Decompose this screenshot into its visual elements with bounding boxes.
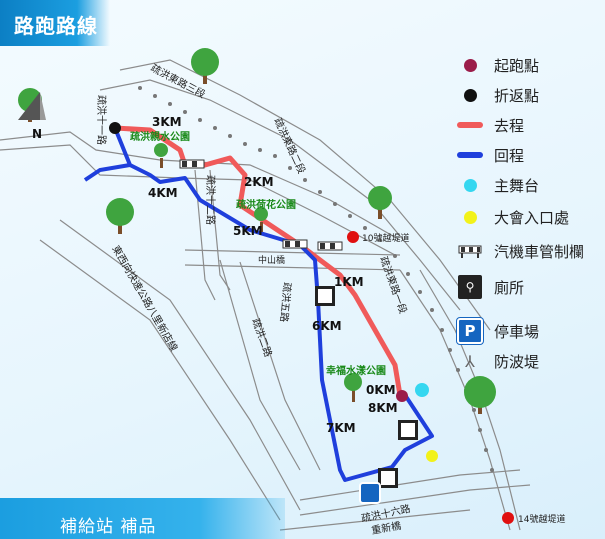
road-outline (59, 219, 301, 511)
legend-label: 主舞台 (494, 176, 540, 195)
start-point-icon (463, 58, 477, 72)
legend-item-breakwater: ⅄ 防波堤 (456, 348, 539, 374)
km-label-2: 2KM (244, 175, 274, 189)
legend-label: 大會入口處 (494, 208, 570, 227)
restroom-icon (378, 468, 398, 488)
legend-item-outbound: 去程 (456, 112, 524, 138)
km-label-5: 5KM (233, 224, 263, 238)
entrance-icon (426, 450, 438, 462)
tree-icon (106, 198, 134, 234)
gate-label-1: 10號越堤道 (362, 232, 409, 244)
legend-label: 停車場 (494, 322, 540, 341)
traffic-barrier-icon (317, 241, 343, 251)
road-label-12: 疏洪十二路 (204, 175, 217, 225)
km-label-4: 4KM (148, 186, 178, 200)
return-route (113, 126, 434, 482)
legend-item-restroom: ⚲ 廁所 (456, 274, 524, 300)
gate-marker-icon (502, 512, 514, 524)
legend-label: 折返點 (494, 86, 540, 105)
legend-item-parking: P 停車場 (456, 318, 539, 344)
tree-icon (254, 207, 268, 232)
km-label-0: 0KM (366, 383, 396, 397)
km-label-3: 3KM (152, 115, 182, 129)
traffic-barrier-icon (179, 159, 205, 169)
start-point-icon (396, 390, 408, 402)
legend-item-turnaround: 折返點 (456, 82, 539, 108)
parking-icon (359, 482, 381, 504)
road-outline (99, 79, 461, 311)
road-outline (119, 59, 491, 331)
legend-item-entrance: 大會入口處 (456, 204, 569, 230)
tree-icon (344, 373, 362, 402)
legend-label: 防波堤 (494, 352, 540, 371)
traffic-barrier-icon (458, 245, 482, 258)
outbound-line-icon (457, 122, 483, 128)
compass-label: N (32, 127, 42, 141)
turnaround-point-icon (109, 122, 121, 134)
road-outline (299, 484, 531, 516)
park-label-3: 幸福水漾公園 (326, 364, 386, 377)
road-outline (279, 509, 471, 531)
entrance-icon (463, 210, 477, 224)
legend-item-stage: 主舞台 (456, 172, 539, 198)
legend-item-barrier: 汽機車管制欄 (456, 238, 584, 264)
legend-label: 起跑點 (494, 56, 540, 75)
road-label-zhongshan: 中山橋 (258, 254, 285, 266)
restroom-icon: ⚲ (458, 275, 482, 299)
km-label-6: 6KM (312, 319, 342, 333)
legend-item-return: 回程 (456, 142, 524, 168)
turnaround-point-icon (463, 88, 477, 102)
km-label-1: 1KM (334, 275, 364, 289)
road-label-east1: 疏洪東路一段 (377, 255, 410, 316)
km-label-8: 8KM (368, 401, 398, 415)
road-outline (219, 259, 301, 471)
legend-label: 汽機車管制欄 (494, 242, 585, 261)
legend-label: 回程 (494, 146, 525, 165)
road-label-11: 疏洪十一路 (95, 95, 108, 145)
road-outline (194, 169, 216, 301)
footer-bar (0, 498, 285, 539)
legend-label: 去程 (494, 116, 525, 135)
road-label-2: 疏洪二路 (249, 317, 275, 359)
road-outline (184, 249, 401, 256)
tree-icon (464, 376, 496, 414)
road-outline (39, 239, 281, 521)
tree-icon (154, 143, 168, 168)
park-label-2: 疏洪荷花公園 (236, 198, 296, 211)
road-outline (239, 261, 321, 471)
road-label-5: 疏洪五路 (278, 282, 294, 323)
legend-label: 廁所 (494, 278, 525, 297)
km-label-7: 7KM (326, 421, 356, 435)
main-stage-icon (463, 178, 477, 192)
legend-item-start: 起跑點 (456, 52, 539, 78)
tree-icon (368, 186, 392, 219)
road-outline (299, 469, 521, 501)
page-title: 路跑路線 (14, 14, 98, 38)
gate-label-2: 14號越堤道 (518, 513, 565, 525)
restroom-icon (398, 420, 418, 440)
header-bar (0, 0, 110, 46)
main-stage-icon (415, 383, 429, 397)
parking-icon: P (457, 318, 483, 344)
road-outline (184, 264, 401, 271)
park-label-1: 疏洪親水公園 (130, 130, 190, 143)
return-line-icon (457, 152, 483, 158)
footer-title: 補給站 補品 (60, 517, 157, 537)
outbound-route (112, 125, 403, 398)
breakwater-icon: ⅄ (465, 351, 475, 371)
gate-marker-icon (347, 231, 359, 243)
restroom-icon (315, 286, 335, 306)
tree-icon (191, 48, 219, 84)
compass-icon (18, 92, 46, 120)
traffic-barrier-icon (282, 239, 308, 249)
